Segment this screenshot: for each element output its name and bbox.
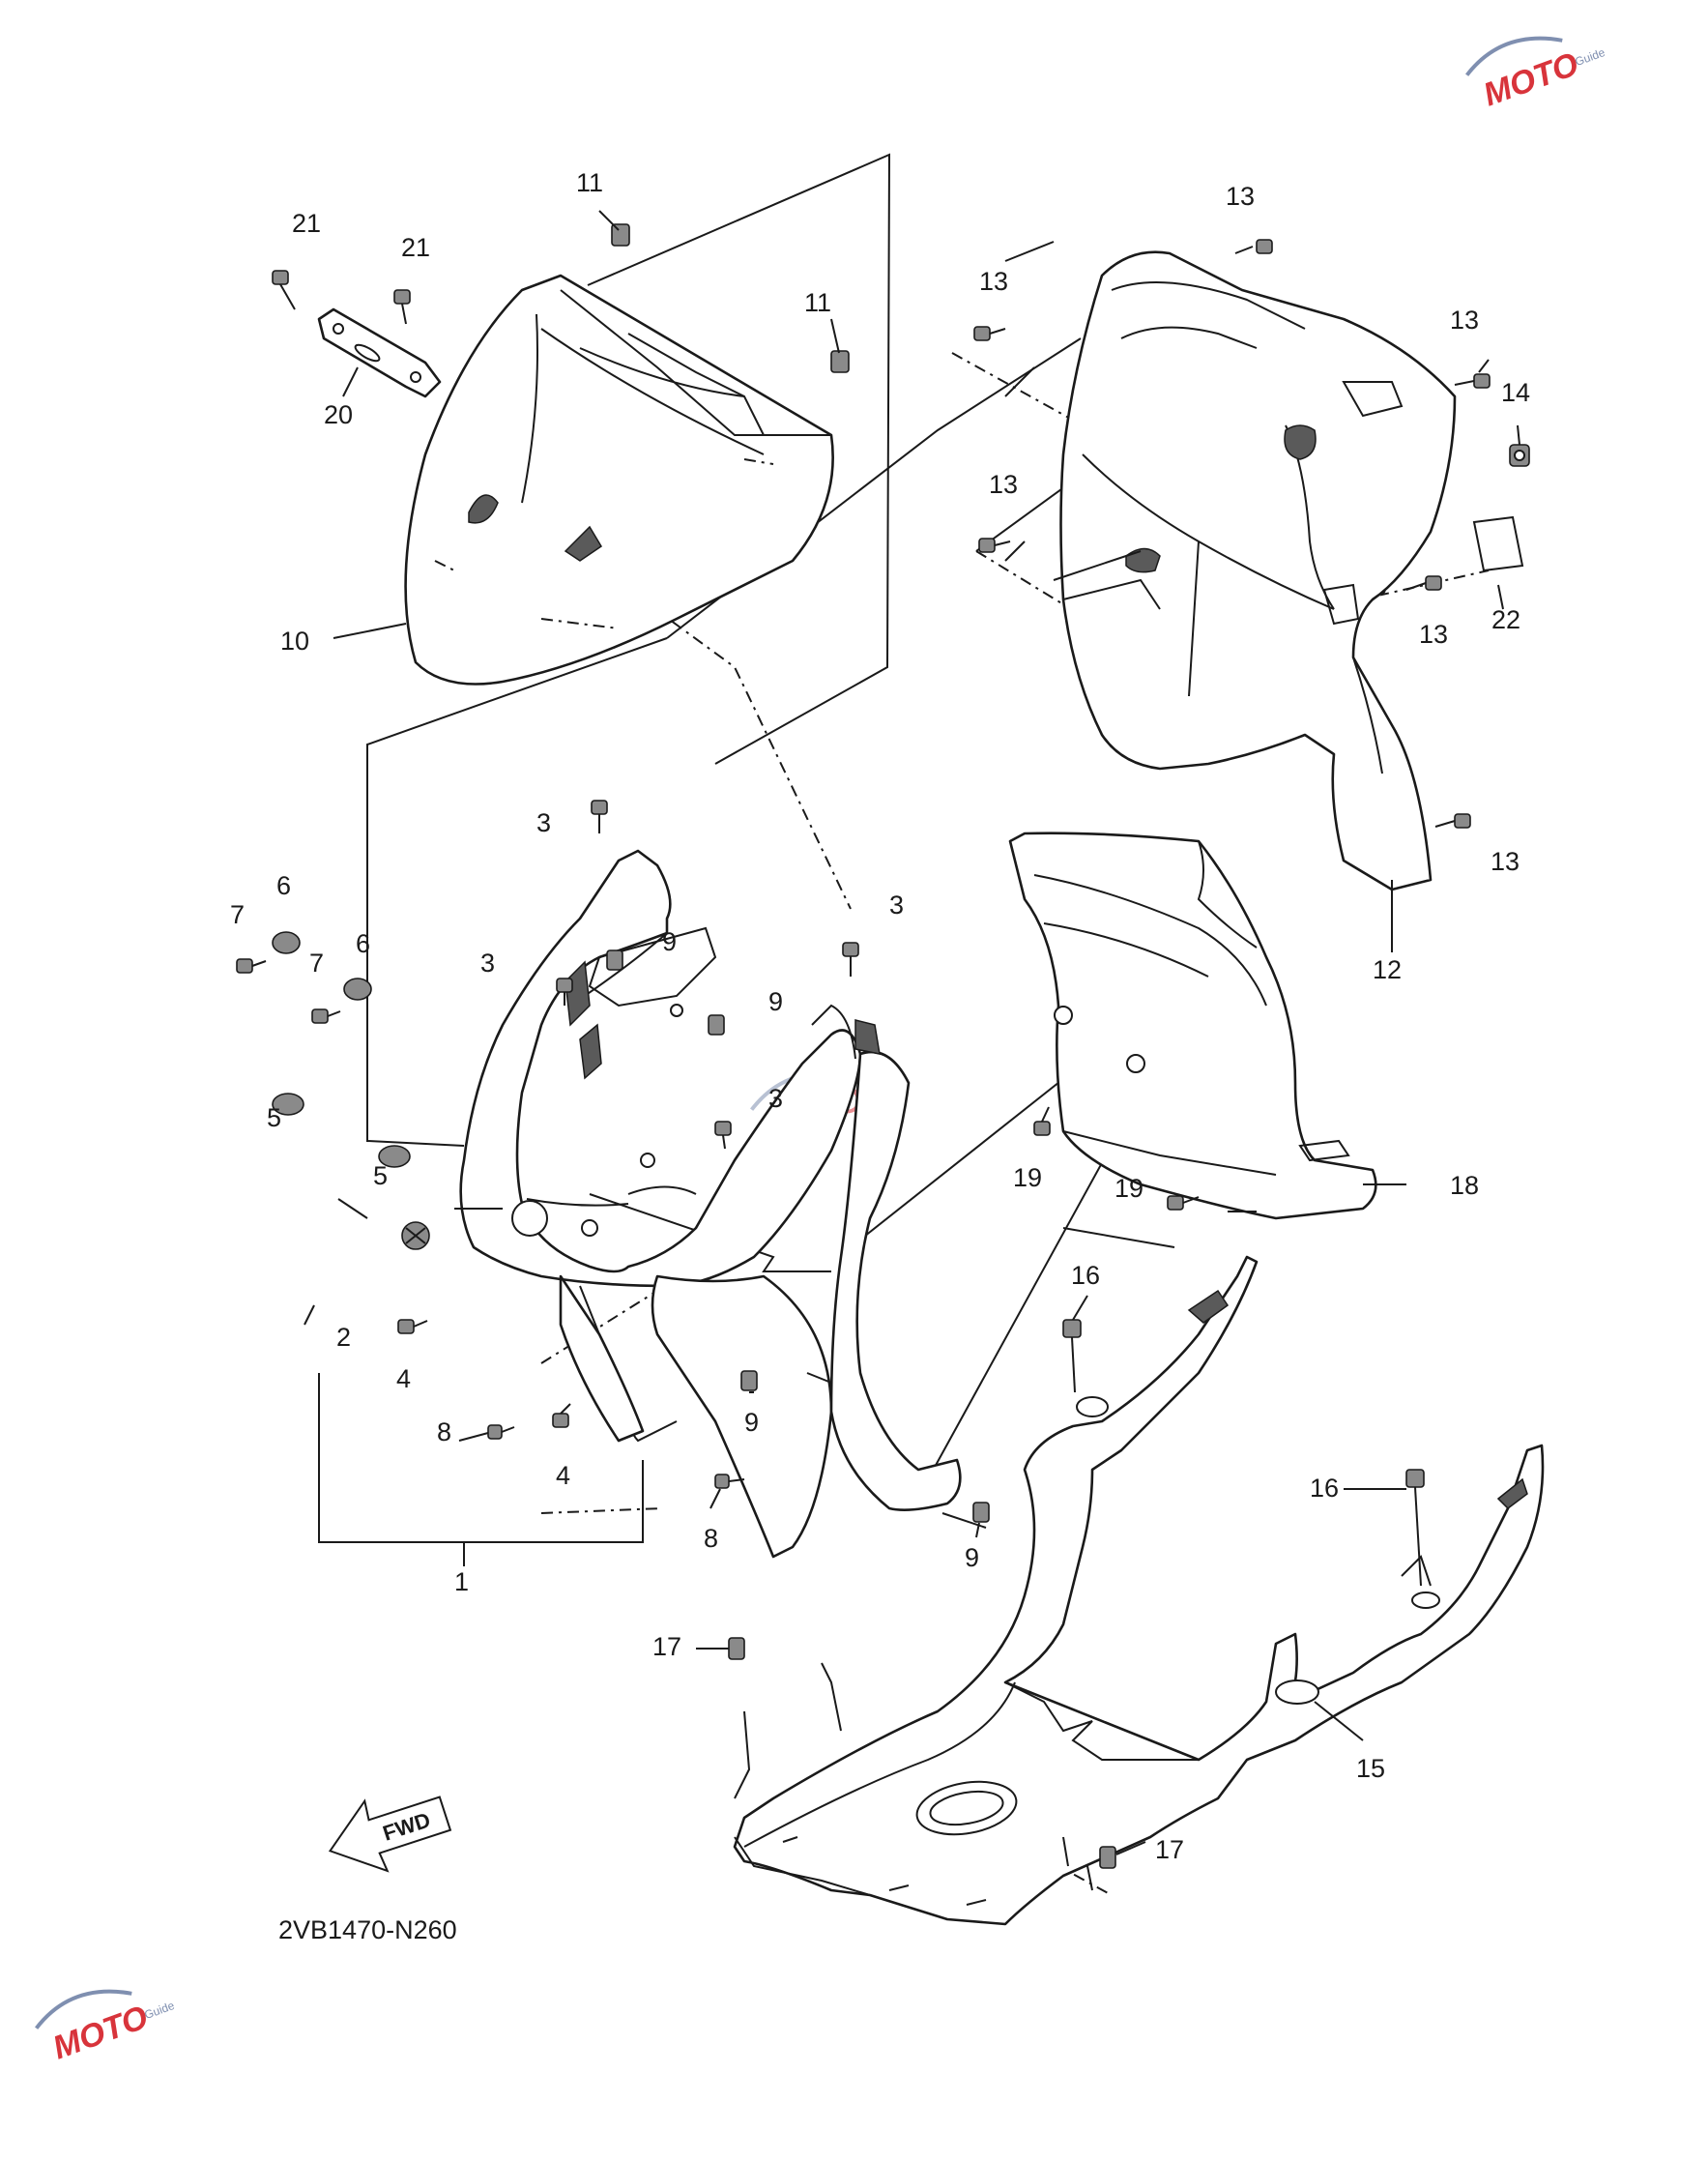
rivet-8-a	[487, 1424, 515, 1440]
callout-13: 13	[979, 267, 1008, 296]
screw-3-b	[556, 978, 573, 1006]
callout-4: 4	[396, 1364, 411, 1393]
callout-18: 18	[1450, 1171, 1479, 1200]
rivet-8-b	[714, 1474, 745, 1489]
assembly-bracket-part-1	[318, 1373, 644, 1543]
bracket-part-20	[317, 307, 442, 398]
callout-13: 13	[1450, 306, 1479, 335]
callout-11: 11	[576, 168, 603, 197]
callout-16: 16	[1071, 1261, 1100, 1290]
watermark-subtext: Guide	[142, 1999, 176, 2022]
watermark-subtext: Guide	[1573, 45, 1607, 69]
callout-19: 19	[1013, 1163, 1042, 1192]
callout-15: 15	[1356, 1754, 1385, 1783]
callout-19: 19	[1115, 1174, 1143, 1203]
nut-9-c	[740, 1370, 758, 1391]
nut-14	[1509, 444, 1530, 467]
nut-11-a	[611, 223, 630, 247]
grommet-5-b	[378, 1145, 411, 1168]
callout-13: 13	[1226, 182, 1255, 211]
nut-17-b	[1099, 1846, 1116, 1869]
clip-part-2	[401, 1221, 430, 1250]
leader-lines	[304, 210, 1520, 1855]
screw-3-d	[714, 1121, 732, 1150]
callout-12: 12	[1373, 955, 1402, 984]
callout-8: 8	[704, 1524, 718, 1553]
callout-5: 5	[267, 1103, 281, 1132]
callout-13: 13	[1491, 847, 1520, 876]
nut-9-a	[606, 949, 623, 971]
callout-4: 4	[556, 1461, 570, 1490]
callout-21: 21	[401, 233, 430, 262]
nut-11-b	[830, 350, 850, 373]
callout-7: 7	[230, 900, 245, 929]
callout-21: 21	[292, 209, 321, 238]
bolt-16-b	[1405, 1469, 1425, 1587]
callout-labels: 1 2 3 3 3 3 4 4 5 5 6 6 7 7 8 8 9 9 9 9 …	[230, 168, 1530, 1864]
callout-22: 22	[1491, 605, 1520, 634]
callout-5: 5	[373, 1161, 388, 1190]
bolt-16-a	[1062, 1319, 1082, 1393]
bolt-13-a	[1234, 239, 1273, 254]
bolt-13-f	[1434, 813, 1471, 829]
callout-17: 17	[652, 1632, 681, 1661]
callout-3: 3	[536, 808, 551, 837]
callout-17: 17	[1155, 1835, 1184, 1864]
callout-13: 13	[1419, 620, 1448, 649]
bolt-13-b	[973, 326, 1006, 341]
screw-3-a	[591, 800, 608, 833]
callout-2: 2	[336, 1323, 351, 1352]
front-cover-part-10	[404, 274, 834, 686]
bolt-7-b	[311, 1008, 341, 1024]
callout-3: 3	[889, 891, 904, 920]
watermark-logo-bottom-left: MOTO Guide	[35, 1989, 177, 2067]
screw-4-b	[552, 1403, 571, 1428]
callout-3: 3	[480, 949, 495, 978]
callout-8: 8	[437, 1417, 451, 1446]
bolt-7-a	[236, 958, 267, 974]
callout-9: 9	[965, 1543, 979, 1572]
washer-6-b	[343, 978, 372, 1001]
nut-9-b	[708, 1014, 725, 1036]
diagram-code: 2VB1470-N260	[278, 1915, 457, 1944]
callout-16: 16	[1310, 1474, 1339, 1503]
callout-11: 11	[804, 288, 831, 317]
callout-9: 9	[662, 927, 677, 956]
nut-17-a	[728, 1637, 745, 1660]
inner-panel-part-12	[1053, 250, 1457, 891]
watermark-text: MOTO	[1479, 45, 1583, 113]
callout-9: 9	[744, 1408, 759, 1437]
label-part-22	[1472, 515, 1524, 572]
washer-6-a	[272, 931, 301, 954]
callout-14: 14	[1501, 378, 1530, 407]
callout-1: 1	[454, 1567, 469, 1596]
watermark-logo-top-right: MOTO Guide	[1465, 36, 1607, 114]
bolt-21-a	[272, 270, 296, 310]
screw-19-a	[1033, 1106, 1051, 1136]
bolt-13-e	[1405, 575, 1442, 591]
inner-lower-panel-part-18	[1008, 832, 1377, 1220]
bolt-13-d	[978, 538, 1011, 553]
callout-20: 20	[324, 400, 353, 429]
callout-10: 10	[280, 627, 309, 656]
callout-3: 3	[768, 1084, 783, 1113]
screw-4-a	[397, 1319, 428, 1334]
nut-9-d	[972, 1502, 990, 1523]
callout-13: 13	[989, 470, 1018, 499]
callout-6: 6	[356, 929, 370, 958]
leg-shield-part-1	[459, 849, 962, 1559]
callout-9: 9	[768, 987, 783, 1016]
footboard-part-15	[733, 1255, 1545, 1926]
forward-arrow-icon: FWD	[328, 1796, 452, 1873]
callout-7: 7	[309, 949, 324, 978]
bolt-21-b	[393, 289, 411, 325]
grommet-5-a	[272, 1093, 304, 1116]
callout-6: 6	[276, 871, 291, 900]
screw-19-b	[1167, 1195, 1200, 1211]
bolt-13-c	[1454, 373, 1491, 389]
watermark-text: MOTO	[48, 1999, 153, 2066]
screw-3-c	[842, 942, 859, 977]
